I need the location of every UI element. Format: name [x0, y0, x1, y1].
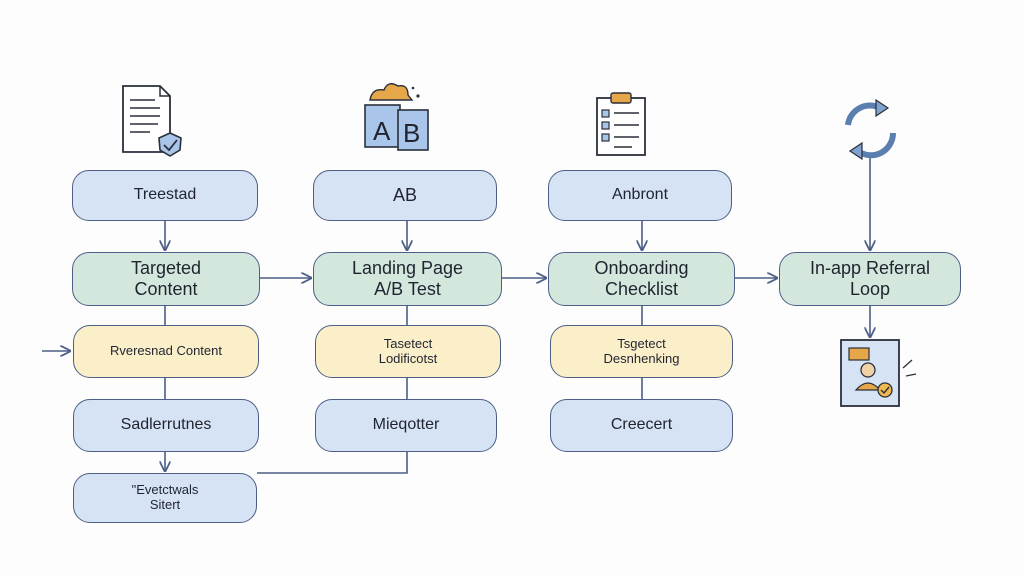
node-label: Mieqotter	[372, 416, 440, 434]
node-treestad: Treestad	[72, 170, 258, 221]
node-label: Treestad	[133, 186, 197, 204]
node-creecert: Creecert	[550, 399, 733, 452]
clipboard-checklist-icon	[596, 92, 646, 156]
node-label: "Evetctwals	[131, 482, 199, 498]
node-sadlerrutnes: Sadlerrutnes	[73, 399, 259, 452]
node-tsgetect-desnhenking: Tsgetect Desnhenking	[550, 325, 733, 378]
svg-text:A: A	[373, 116, 391, 146]
refresh-cycle-icon	[845, 98, 897, 161]
svg-text:B: B	[403, 118, 420, 148]
node-label: Creecert	[610, 416, 673, 434]
node-label: Rveresnad Content	[109, 343, 222, 359]
node-label: Checklist	[604, 279, 679, 299]
node-label: Onboarding	[594, 258, 689, 279]
node-mieqotter: Mieqotter	[315, 399, 497, 452]
node-label: Content	[134, 279, 198, 299]
node-tasetect-lodificotst: Tasetect Lodificotst	[315, 325, 501, 378]
node-label: Targeted	[130, 258, 202, 279]
node-label: In-app Referral	[809, 258, 931, 279]
node-label: Loop	[849, 279, 891, 299]
node-onboarding-checklist: Onboarding Checklist	[548, 252, 735, 306]
node-label: Anbront	[611, 186, 669, 204]
node-label: A/B Test	[374, 279, 441, 299]
node-label: AB	[392, 185, 417, 206]
node-anbront: Anbront	[548, 170, 732, 221]
node-label: Sitert	[149, 497, 181, 512]
document-check-icon	[122, 85, 182, 157]
node-evetctwals-sitert: "Evetctwals Sitert	[73, 473, 257, 523]
node-label: Landing Page	[351, 258, 464, 279]
node-label: Tsgetect	[617, 335, 666, 351]
node-label: Tasetect	[383, 335, 433, 351]
connector	[257, 452, 408, 474]
node-rveresnad-content: Rveresnad Content	[73, 325, 259, 378]
node-landing-page-ab-test: Landing Page A/B Test	[313, 252, 502, 306]
referral-badge-icon	[840, 339, 917, 407]
node-in-app-referral-loop: In-app Referral Loop	[779, 252, 961, 306]
node-targeted-content: Targeted Content	[72, 252, 260, 306]
node-label: Sadlerrutnes	[120, 416, 212, 434]
ab-test-icon: A B	[364, 83, 429, 151]
node-label: Desnhenking	[603, 350, 680, 366]
node-ab: AB	[313, 170, 497, 221]
node-label: Lodificotst	[378, 350, 438, 366]
